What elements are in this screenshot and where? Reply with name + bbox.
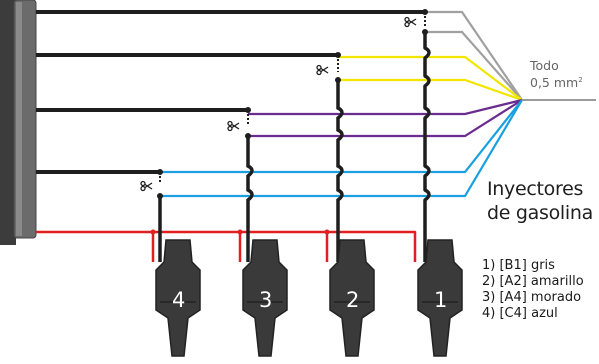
injector-4-label: 4	[172, 288, 186, 312]
wire-spec-line1: Todo	[530, 58, 559, 73]
injector-3-label: 3	[259, 288, 273, 312]
legend-item-2: 2) [A2] amarillo	[482, 274, 584, 289]
junction-dots	[150, 9, 428, 235]
injector-2-lead	[336, 55, 344, 262]
wire-spec-label: Todo 0,5 mm2	[530, 58, 583, 90]
gris-wires	[425, 10, 523, 101]
wire-spec-line2: 0,5 mm2	[530, 73, 583, 90]
injector-1-lead	[423, 12, 431, 262]
legend-item-1: 1) [B1] gris	[482, 258, 555, 273]
injector-1-body	[417, 239, 463, 357]
wire-spec-size: 0,5 mm	[530, 75, 579, 91]
wire-spec-sup: 2	[578, 76, 583, 84]
wire-color-legend: 1) [B1] gris 2) [A2] amarillo 3) [A4] mo…	[482, 258, 584, 322]
scissors-icon	[140, 16, 417, 192]
legend-item-3: 3) [A4] morado	[482, 290, 582, 305]
injector-4-body	[155, 239, 201, 357]
ecu-connector	[0, 0, 37, 245]
legend-item-4: 4) [C4] azul	[482, 306, 558, 321]
injector-2-label: 2	[346, 288, 360, 312]
morado-wires	[248, 98, 523, 138]
diagram-title-line2: de gasolina	[487, 202, 593, 224]
amarillo-wires	[338, 55, 523, 102]
power-wire	[36, 230, 417, 262]
injector-3-body	[242, 239, 288, 357]
injector-3-lead	[246, 110, 254, 262]
azul-wires	[160, 99, 523, 198]
injector-2-body	[329, 239, 375, 357]
diagram-title-line1: Inyectores	[487, 178, 584, 200]
ecu-harness-wires	[36, 10, 425, 174]
injector-1-label: 1	[434, 288, 448, 312]
